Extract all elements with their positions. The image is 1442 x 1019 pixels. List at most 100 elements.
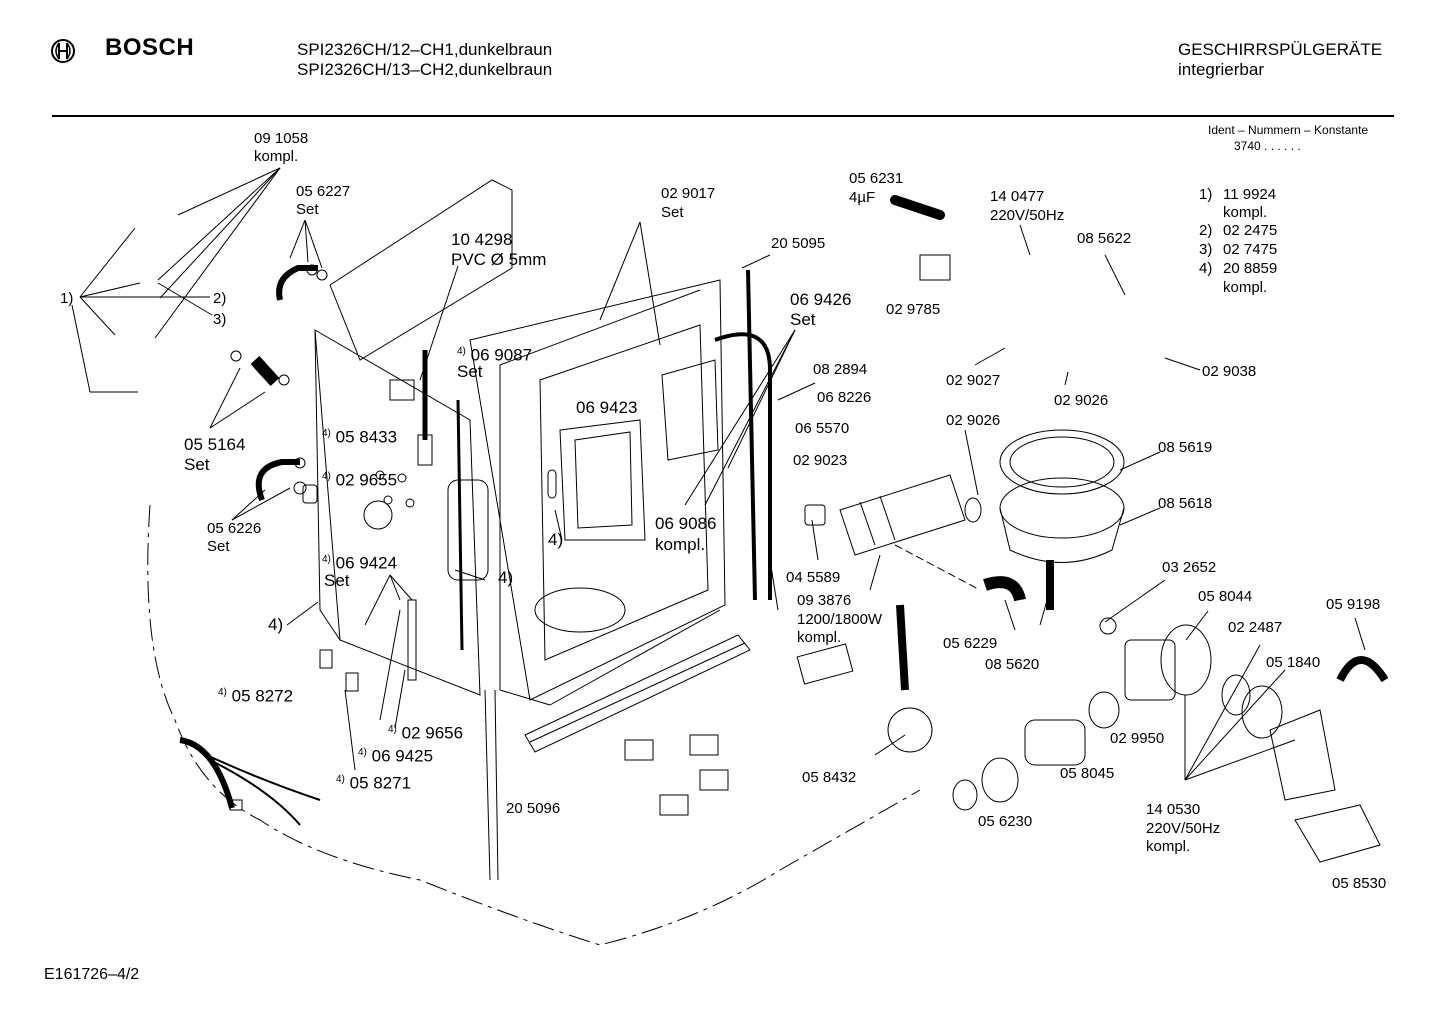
capacitor-relay (890, 195, 951, 281)
part-029038: 02 9038 (1202, 363, 1257, 380)
part-104298: 10 4298 (451, 230, 513, 249)
footnote-2-num: 02 2475 (1223, 222, 1278, 239)
part-069426-note: Set (790, 310, 816, 329)
category-subtitle: integrierbar (1178, 60, 1264, 79)
pump-assembly (804, 429, 1389, 863)
model-line-2: SPI2326CH/13–CH2,dunkelbraun (297, 60, 553, 79)
part-056226: 05 6226 (207, 520, 262, 537)
part-091058-note: kompl. (254, 148, 299, 165)
part-029027: 02 9027 (946, 372, 1001, 389)
footnote-ref-4b: 4) (498, 568, 514, 587)
drawing-id: E161726–4/2 (44, 966, 140, 983)
part-055164: 05 5164 (184, 435, 246, 454)
part-056229: 05 6229 (943, 635, 998, 652)
part-029656: 4) 02 9656 (388, 723, 464, 743)
footnote-4-key: 4) (1199, 260, 1213, 277)
part-104298-note: PVC Ø 5mm (451, 250, 547, 269)
part-069425: 4) 06 9425 (358, 746, 434, 766)
part-056231: 05 6231 (849, 170, 904, 187)
part-058530: 05 8530 (1332, 875, 1387, 892)
ident-title: Ident – Nummern – Konstante (1208, 123, 1369, 137)
part-069086-note: kompl. (655, 535, 706, 554)
part-069426: 06 9426 (790, 290, 852, 309)
part-069086: 06 9086 (655, 514, 717, 533)
footnote-ref-4a: 4) (268, 615, 284, 634)
part-085620: 08 5620 (985, 656, 1040, 673)
part-056231-note: 4µF (849, 189, 876, 206)
ident-value: 3740 . . . . . . (1234, 139, 1301, 153)
part-069423: 06 9423 (576, 398, 638, 417)
part-051840: 05 1840 (1266, 654, 1321, 671)
part-058271: 4) 05 8271 (336, 773, 412, 793)
part-058433: 4) 05 8433 (322, 427, 398, 447)
part-085622: 08 5622 (1077, 230, 1132, 247)
part-056226-note: Set (207, 538, 230, 555)
part-029785: 02 9785 (886, 301, 941, 318)
part-085619: 08 5619 (1158, 439, 1213, 456)
part-069087-note: Set (457, 362, 483, 381)
part-058045: 05 8045 (1060, 765, 1115, 782)
leader-lines-right (286, 221, 1366, 781)
footnote-1-key: 1) (1199, 186, 1213, 203)
part-056230: 05 6230 (978, 813, 1033, 830)
part-069424-note: Set (324, 571, 350, 590)
footnote-4-extra: kompl. (1223, 279, 1268, 296)
part-069424: 4) 06 9424 (322, 553, 398, 573)
part-065570: 06 5570 (795, 420, 850, 437)
small-parts (319, 599, 933, 881)
category-title: GESCHIRRSPÜLGERÄTE (1178, 40, 1383, 59)
bosch-logo-icon (51, 39, 75, 63)
footnote-3-num: 02 7475 (1223, 241, 1278, 258)
part-140477-note: 220V/50Hz (990, 207, 1065, 224)
footnote-3-key: 3) (1199, 241, 1213, 258)
header-divider (52, 115, 1394, 117)
tub-body (314, 179, 779, 753)
part-029026-b: 02 9026 (946, 412, 1001, 429)
part-069087: 4) 06 9087 (457, 345, 533, 365)
footnote-1-num: 11 9924 (1223, 186, 1277, 203)
part-055164-note: Set (184, 455, 210, 474)
part-022487: 02 2487 (1228, 619, 1283, 636)
part-205095: 20 5095 (771, 235, 826, 252)
part-029950: 02 9950 (1110, 730, 1165, 747)
part-056227: 05 6227 (296, 183, 351, 200)
brand-name: BOSCH (105, 34, 195, 61)
footnote-ref-4c: 4) (548, 530, 564, 549)
part-140477: 14 0477 (990, 188, 1045, 205)
part-058432: 05 8432 (802, 769, 857, 786)
part-029023: 02 9023 (793, 452, 848, 469)
part-056227-note: Set (296, 201, 319, 218)
part-140530: 14 0530 (1146, 801, 1201, 818)
part-058272: 4) 05 8272 (218, 686, 294, 706)
footnote-ref-1: 1) (60, 290, 74, 307)
hose-parts (209, 264, 328, 521)
part-093876: 09 3876 (797, 592, 852, 609)
footnote-ref-3: 3) (213, 311, 227, 328)
footnote-ref-2: 2) (213, 290, 227, 307)
part-140530-note: 220V/50Hz (1146, 820, 1221, 837)
part-093876-note2: kompl. (797, 629, 842, 646)
footnote-1-extra: kompl. (1223, 204, 1268, 221)
part-140530-note2: kompl. (1146, 838, 1191, 855)
part-029017: 02 9017 (661, 185, 716, 202)
part-085618: 08 5618 (1158, 495, 1213, 512)
part-045589: 04 5589 (786, 569, 841, 586)
part-068226: 06 8226 (817, 389, 872, 406)
part-029655: 4) 02 9655 (322, 470, 398, 490)
part-059198: 05 9198 (1326, 596, 1381, 613)
part-029026-a: 02 9026 (1054, 392, 1109, 409)
part-093876-note: 1200/1800W (797, 611, 883, 628)
wiring-harness (147, 504, 921, 946)
model-line-1: SPI2326CH/12–CH1,dunkelbraun (297, 40, 553, 59)
part-091058: 09 1058 (254, 130, 309, 147)
part-205096: 20 5096 (506, 800, 561, 817)
leader-lines-left (71, 167, 323, 393)
part-029017-note: Set (661, 204, 684, 221)
footnote-2-key: 2) (1199, 222, 1213, 239)
part-058044: 05 8044 (1198, 588, 1253, 605)
part-082894: 08 2894 (813, 361, 868, 378)
footnote-4-num: 20 8859 (1223, 260, 1278, 277)
part-032652: 03 2652 (1162, 559, 1217, 576)
